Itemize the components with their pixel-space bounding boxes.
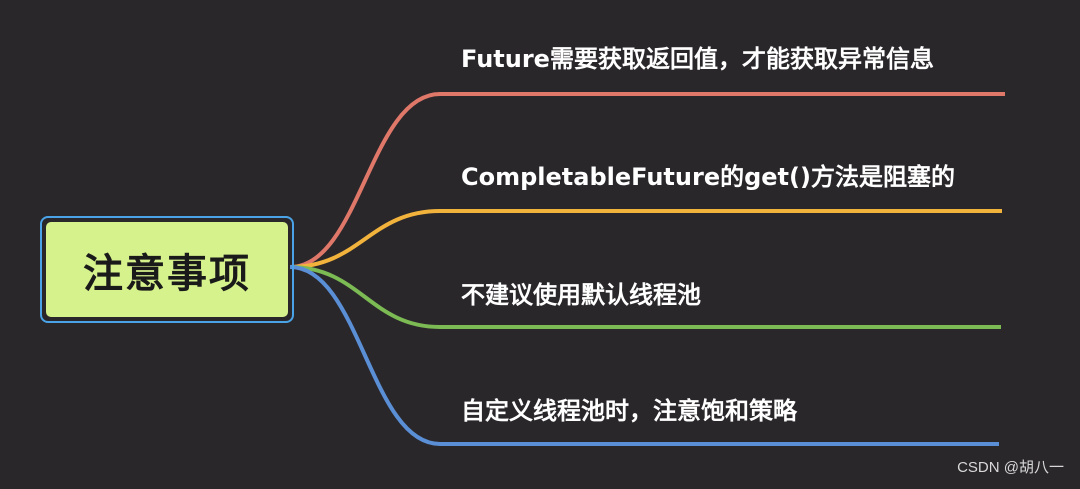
branch-topic-1[interactable]: Future需要获取返回值，才能获取异常信息 xyxy=(461,45,934,73)
branch-topic-4[interactable]: 自定义线程池时，注意饱和策略 xyxy=(461,397,797,425)
branch-topic-3[interactable]: 不建议使用默认线程池 xyxy=(461,281,701,309)
branch-connector-4 xyxy=(289,265,999,446)
branch-connector-1 xyxy=(289,92,1005,269)
watermark: CSDN @胡八一 xyxy=(957,459,1064,476)
branch-connector-2 xyxy=(289,209,1002,269)
root-topic-label: 注意事项 xyxy=(83,250,251,297)
root-topic-fill: 注意事项 xyxy=(46,222,288,317)
root-topic-node[interactable]: 注意事项 xyxy=(40,216,294,323)
branch-connector-3 xyxy=(289,265,1001,329)
branch-topic-2[interactable]: CompletableFuture的get()方法是阻塞的 xyxy=(461,163,955,191)
